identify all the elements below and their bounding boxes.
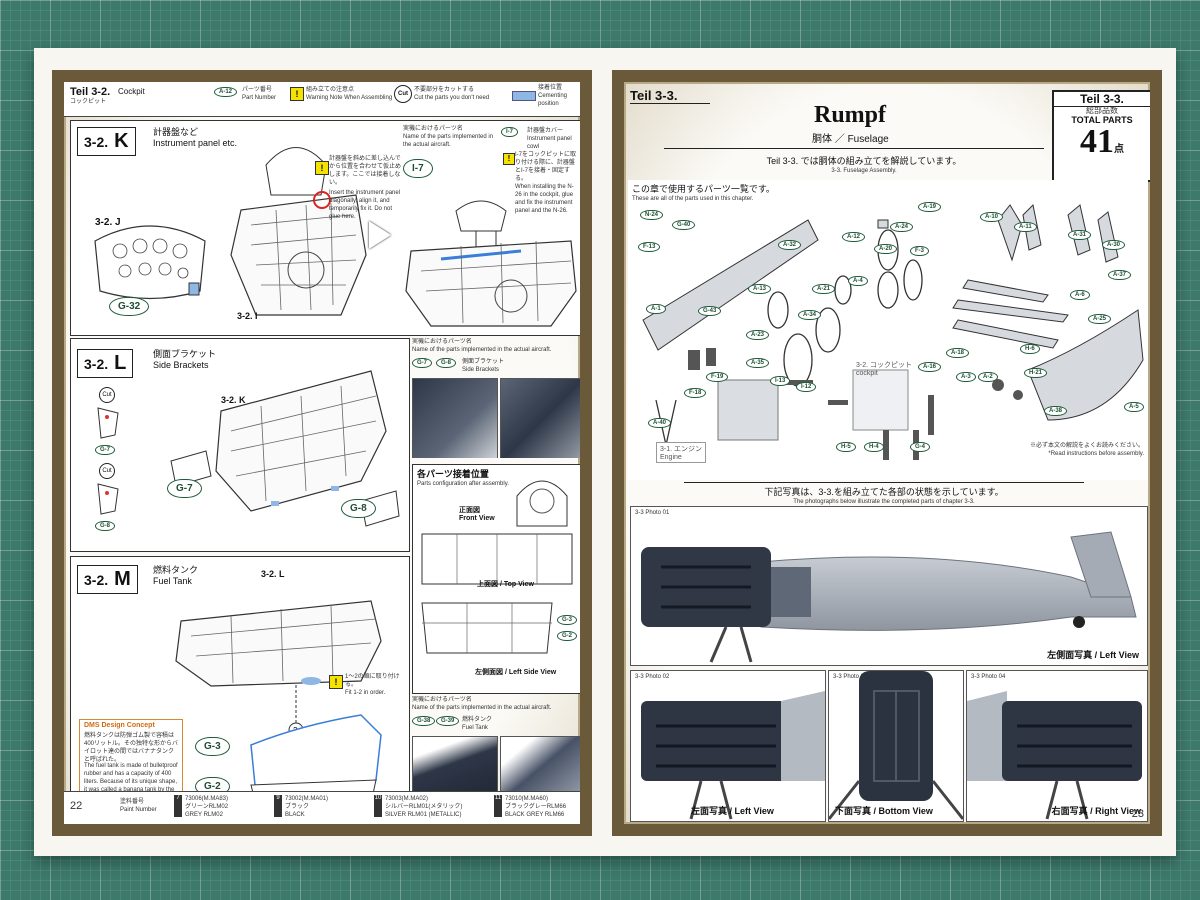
step-l-callout: 実機におけるパーツ名 Name of the parts implemented… — [412, 338, 580, 458]
warning-icon: ! — [290, 87, 304, 101]
left-teil-label: Teil 3-2. — [70, 86, 111, 98]
cockpit-frame-sketch-k — [230, 147, 367, 316]
no-glue-icon — [313, 191, 331, 209]
warning-icon: ! — [315, 161, 329, 175]
bracket-g7-sketch — [97, 407, 119, 439]
front-view-sketch — [516, 480, 568, 527]
left-page: Teil 3-2. コックピット Cockpit A-12 パーツ番号 Part… — [52, 70, 592, 836]
fuselage-photo-sketch — [641, 531, 1137, 663]
legend-part-tag: A-12 — [214, 87, 238, 97]
part-i7: I-7 — [403, 159, 433, 178]
photo-04-right-view: 3-3 Photo 04 右面写真 / Right View — [966, 670, 1148, 822]
warning-icon: ! — [329, 675, 343, 689]
page-number-left: 22 — [70, 800, 83, 812]
photo-01-left-view: 3-3 Photo 01 左側面写真 / Left View — [630, 506, 1148, 666]
part-g7: G-7 — [167, 479, 202, 498]
step-l-panel: 3-2. L 側面ブラケット Side Brackets Cut G-7 Cut… — [70, 338, 410, 552]
step-m-panel: 3-2. M 燃料タンク Fuel Tank 3-2. L ! 1〜2の順に取り… — [70, 556, 410, 812]
cockpit-frame-sketch-k-assembled — [405, 200, 577, 327]
top-view-sketch — [421, 533, 573, 585]
cement-swatch — [512, 91, 536, 101]
part-g8: G-8 — [341, 499, 376, 518]
left-page-header: Teil 3-2. コックピット Cockpit A-12 パーツ番号 Part… — [64, 82, 580, 117]
cut-icon: Cut — [99, 463, 115, 479]
photo-02-left-view: 3-3 Photo 02 左面写真 / Left View — [630, 670, 826, 822]
photo-03-bottom-view: 3-3 Photo 03 下面写真 / Bottom View — [828, 670, 964, 822]
cockpit-frame-sketch-l — [170, 370, 400, 527]
step-m-title: 3-2. M — [77, 565, 138, 594]
part-g3: G-3 — [195, 737, 230, 756]
configuration-panel: 各パーツ接着位置 Parts configuration after assem… — [412, 464, 580, 694]
parts-layout-sketch — [642, 203, 1144, 460]
side-bracket-photo-2 — [500, 378, 580, 458]
right-teil-label: Teil 3-3. — [630, 88, 710, 104]
step-l-title: 3-2. L — [77, 349, 134, 378]
right-page: Teil 3-3. Rumpf 胴体 ／ Fuselage Teil 3-3. … — [612, 70, 1162, 836]
fuel-tank-sketch: 2 — [250, 685, 382, 806]
left-side-view-sketch — [421, 602, 553, 654]
cut-icon: Cut — [99, 387, 115, 403]
instrument-panel-sketch — [94, 225, 206, 300]
bracket-g8-sketch — [97, 483, 119, 515]
parts-map: この章で使用するパーツ一覧です。 These are all of the pa… — [628, 180, 1148, 480]
page-title: Rumpf — [814, 102, 887, 128]
left-page-footer: 22 塗料番号 Paint Number 7 73006(M.MA83)グリーン… — [64, 791, 580, 824]
step-k-panel: 3-2. K 計器盤など Instrument panel etc. 3-2. … — [70, 120, 580, 336]
step-k-title: 3-2. K — [77, 127, 136, 156]
total-parts-box: Teil 3-3. 総部品数 TOTAL PARTS 41点 — [1052, 90, 1150, 182]
page-number-right: 23 — [1131, 808, 1144, 820]
total-parts-count: 41 — [1080, 123, 1114, 160]
warning-icon: ! — [503, 153, 515, 165]
side-bracket-photo-1 — [412, 378, 498, 458]
part-g32: G-32 — [109, 297, 150, 316]
paint-item: 10 73003(M.MA02)シルバーRLM01(メタリック)SILVER R… — [374, 795, 463, 818]
cut-icon: Cut — [394, 85, 412, 103]
cockpit-frame-sketch-m — [175, 600, 382, 687]
arrow-right-icon — [369, 221, 391, 249]
